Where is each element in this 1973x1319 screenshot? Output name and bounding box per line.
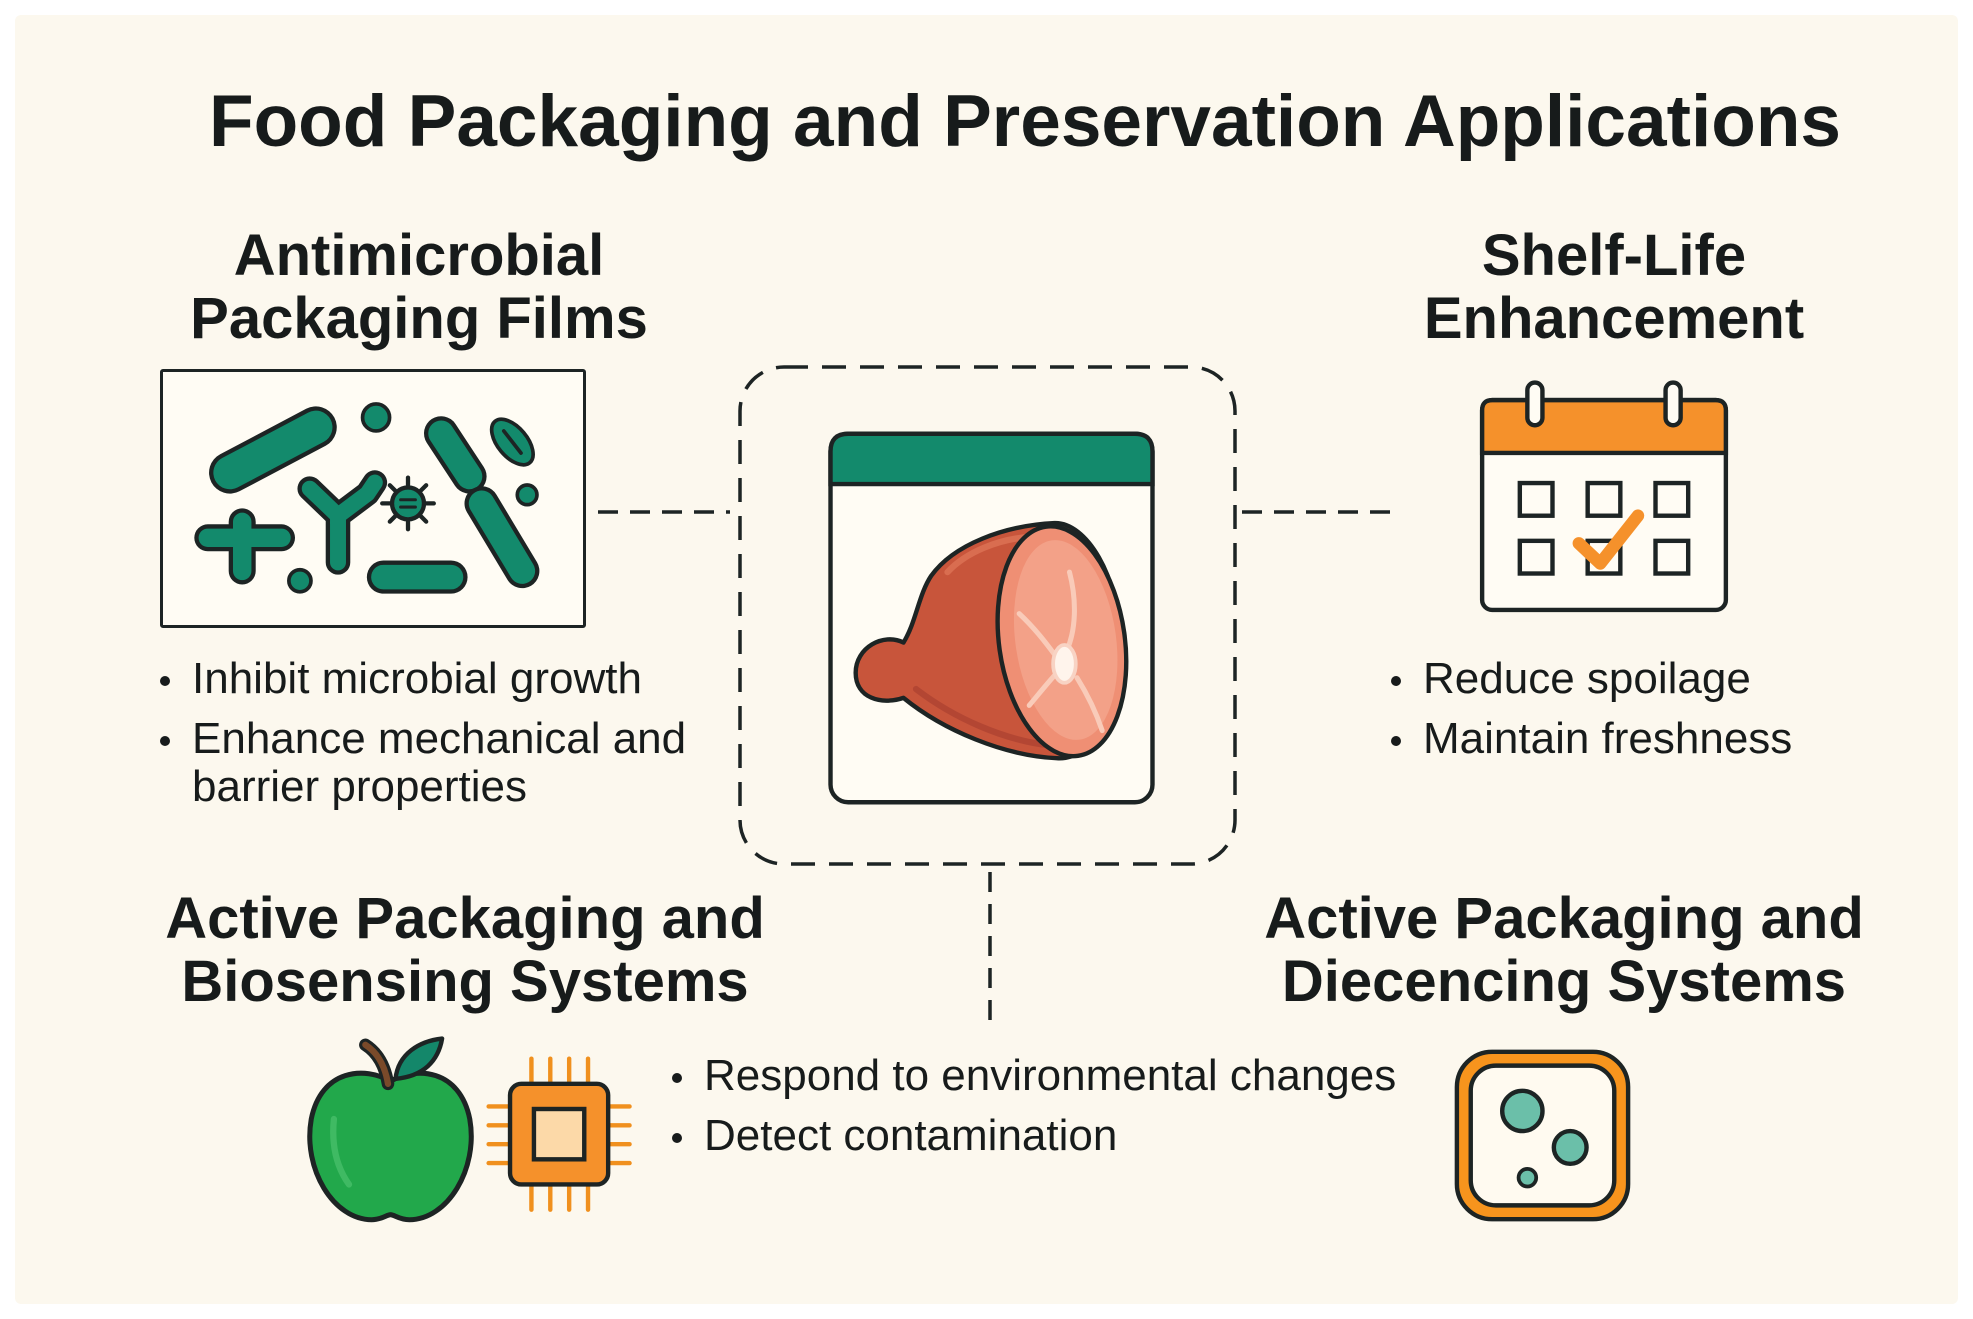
heading-diecencing-line2: Diecencing Systems <box>1281 949 1847 1014</box>
checkmark-icon <box>1572 509 1645 570</box>
heading-antimicrobial-line1: Antimicrobial <box>233 223 605 288</box>
package-lid-band <box>828 431 1155 487</box>
shelf-life-bullet-list: Reduce spoilage Maintain freshness <box>1391 655 1792 775</box>
calendar-day <box>1653 480 1691 518</box>
calendar-check-icon <box>1479 380 1729 613</box>
bacteria-illustration <box>160 369 586 628</box>
packaged-meat-icon <box>828 431 1155 805</box>
list-item: Enhance mechanical and barrier propertie… <box>160 715 732 811</box>
list-item: Respond to environmental changes <box>672 1052 1396 1100</box>
bacteria-coccus <box>287 567 313 594</box>
colony-dot <box>1551 1128 1589 1167</box>
heading-biosensing: Active Packaging and Biosensing Systems <box>145 887 785 1013</box>
heading-shelf-life-line2: Enhancement <box>1423 286 1805 351</box>
bacteria-icon <box>194 402 540 594</box>
bullet-dot <box>672 1133 682 1143</box>
list-item-text: Inhibit microbial growth <box>192 654 642 703</box>
calendar-day <box>1517 538 1555 576</box>
calendar-day <box>1653 538 1691 576</box>
heading-shelf-life: Shelf-Life Enhancement <box>1364 224 1864 350</box>
colony-dot <box>1516 1166 1539 1189</box>
heading-diecencing-line1: Active Packaging and <box>1264 886 1864 951</box>
biosensing-bullet-list: Respond to environmental changes Detect … <box>672 1052 1396 1172</box>
bullet-dot <box>672 1073 682 1083</box>
list-item: Inhibit microbial growth <box>160 655 732 703</box>
list-item-text: Respond to environmental changes <box>704 1051 1397 1100</box>
bacteria-coccus <box>515 483 539 507</box>
colony-dot <box>1500 1088 1545 1134</box>
heading-diecencing: Active Packaging and Diecencing Systems <box>1244 887 1884 1013</box>
heading-biosensing-line1: Active Packaging and <box>165 886 765 951</box>
bacteria-coccus <box>360 402 392 433</box>
list-item-text: Detect contamination <box>704 1111 1118 1160</box>
calendar-day <box>1585 480 1623 518</box>
list-item-text: Enhance mechanical and barrier propertie… <box>192 714 687 811</box>
heading-shelf-life-line1: Shelf-Life <box>1481 223 1747 288</box>
heading-antimicrobial: Antimicrobial Packaging Films <box>119 224 719 350</box>
virus-particle <box>380 475 436 532</box>
bullet-dot <box>160 676 170 686</box>
list-item: Detect contamination <box>672 1112 1396 1160</box>
list-item: Maintain freshness <box>1391 715 1792 763</box>
apple-icon <box>307 1036 474 1223</box>
heading-antimicrobial-line2: Packaging Films <box>190 286 648 351</box>
bullet-dot <box>1391 676 1401 686</box>
petri-dish-icon <box>1454 1049 1631 1222</box>
bone-icon <box>1051 643 1078 685</box>
center-dashed-frame <box>738 365 1237 866</box>
calendar-header <box>1479 397 1729 456</box>
calendar-ring <box>1525 380 1545 428</box>
calendar-ring <box>1663 380 1683 428</box>
heading-biosensing-line2: Biosensing Systems <box>181 949 749 1014</box>
bullet-dot <box>1391 736 1401 746</box>
calendar-day <box>1517 480 1555 518</box>
list-item-text: Reduce spoilage <box>1423 654 1751 703</box>
bullet-dot <box>160 736 170 746</box>
page-title: Food Packaging and Preservation Applicat… <box>208 81 1842 162</box>
list-item: Reduce spoilage <box>1391 655 1792 703</box>
microchip-icon <box>486 1056 632 1212</box>
ham-icon <box>853 520 1129 761</box>
antimicrobial-bullet-list: Inhibit microbial growth Enhance mechani… <box>160 655 732 823</box>
list-item-text: Maintain freshness <box>1423 714 1793 763</box>
biosensing-icons <box>307 1036 632 1223</box>
